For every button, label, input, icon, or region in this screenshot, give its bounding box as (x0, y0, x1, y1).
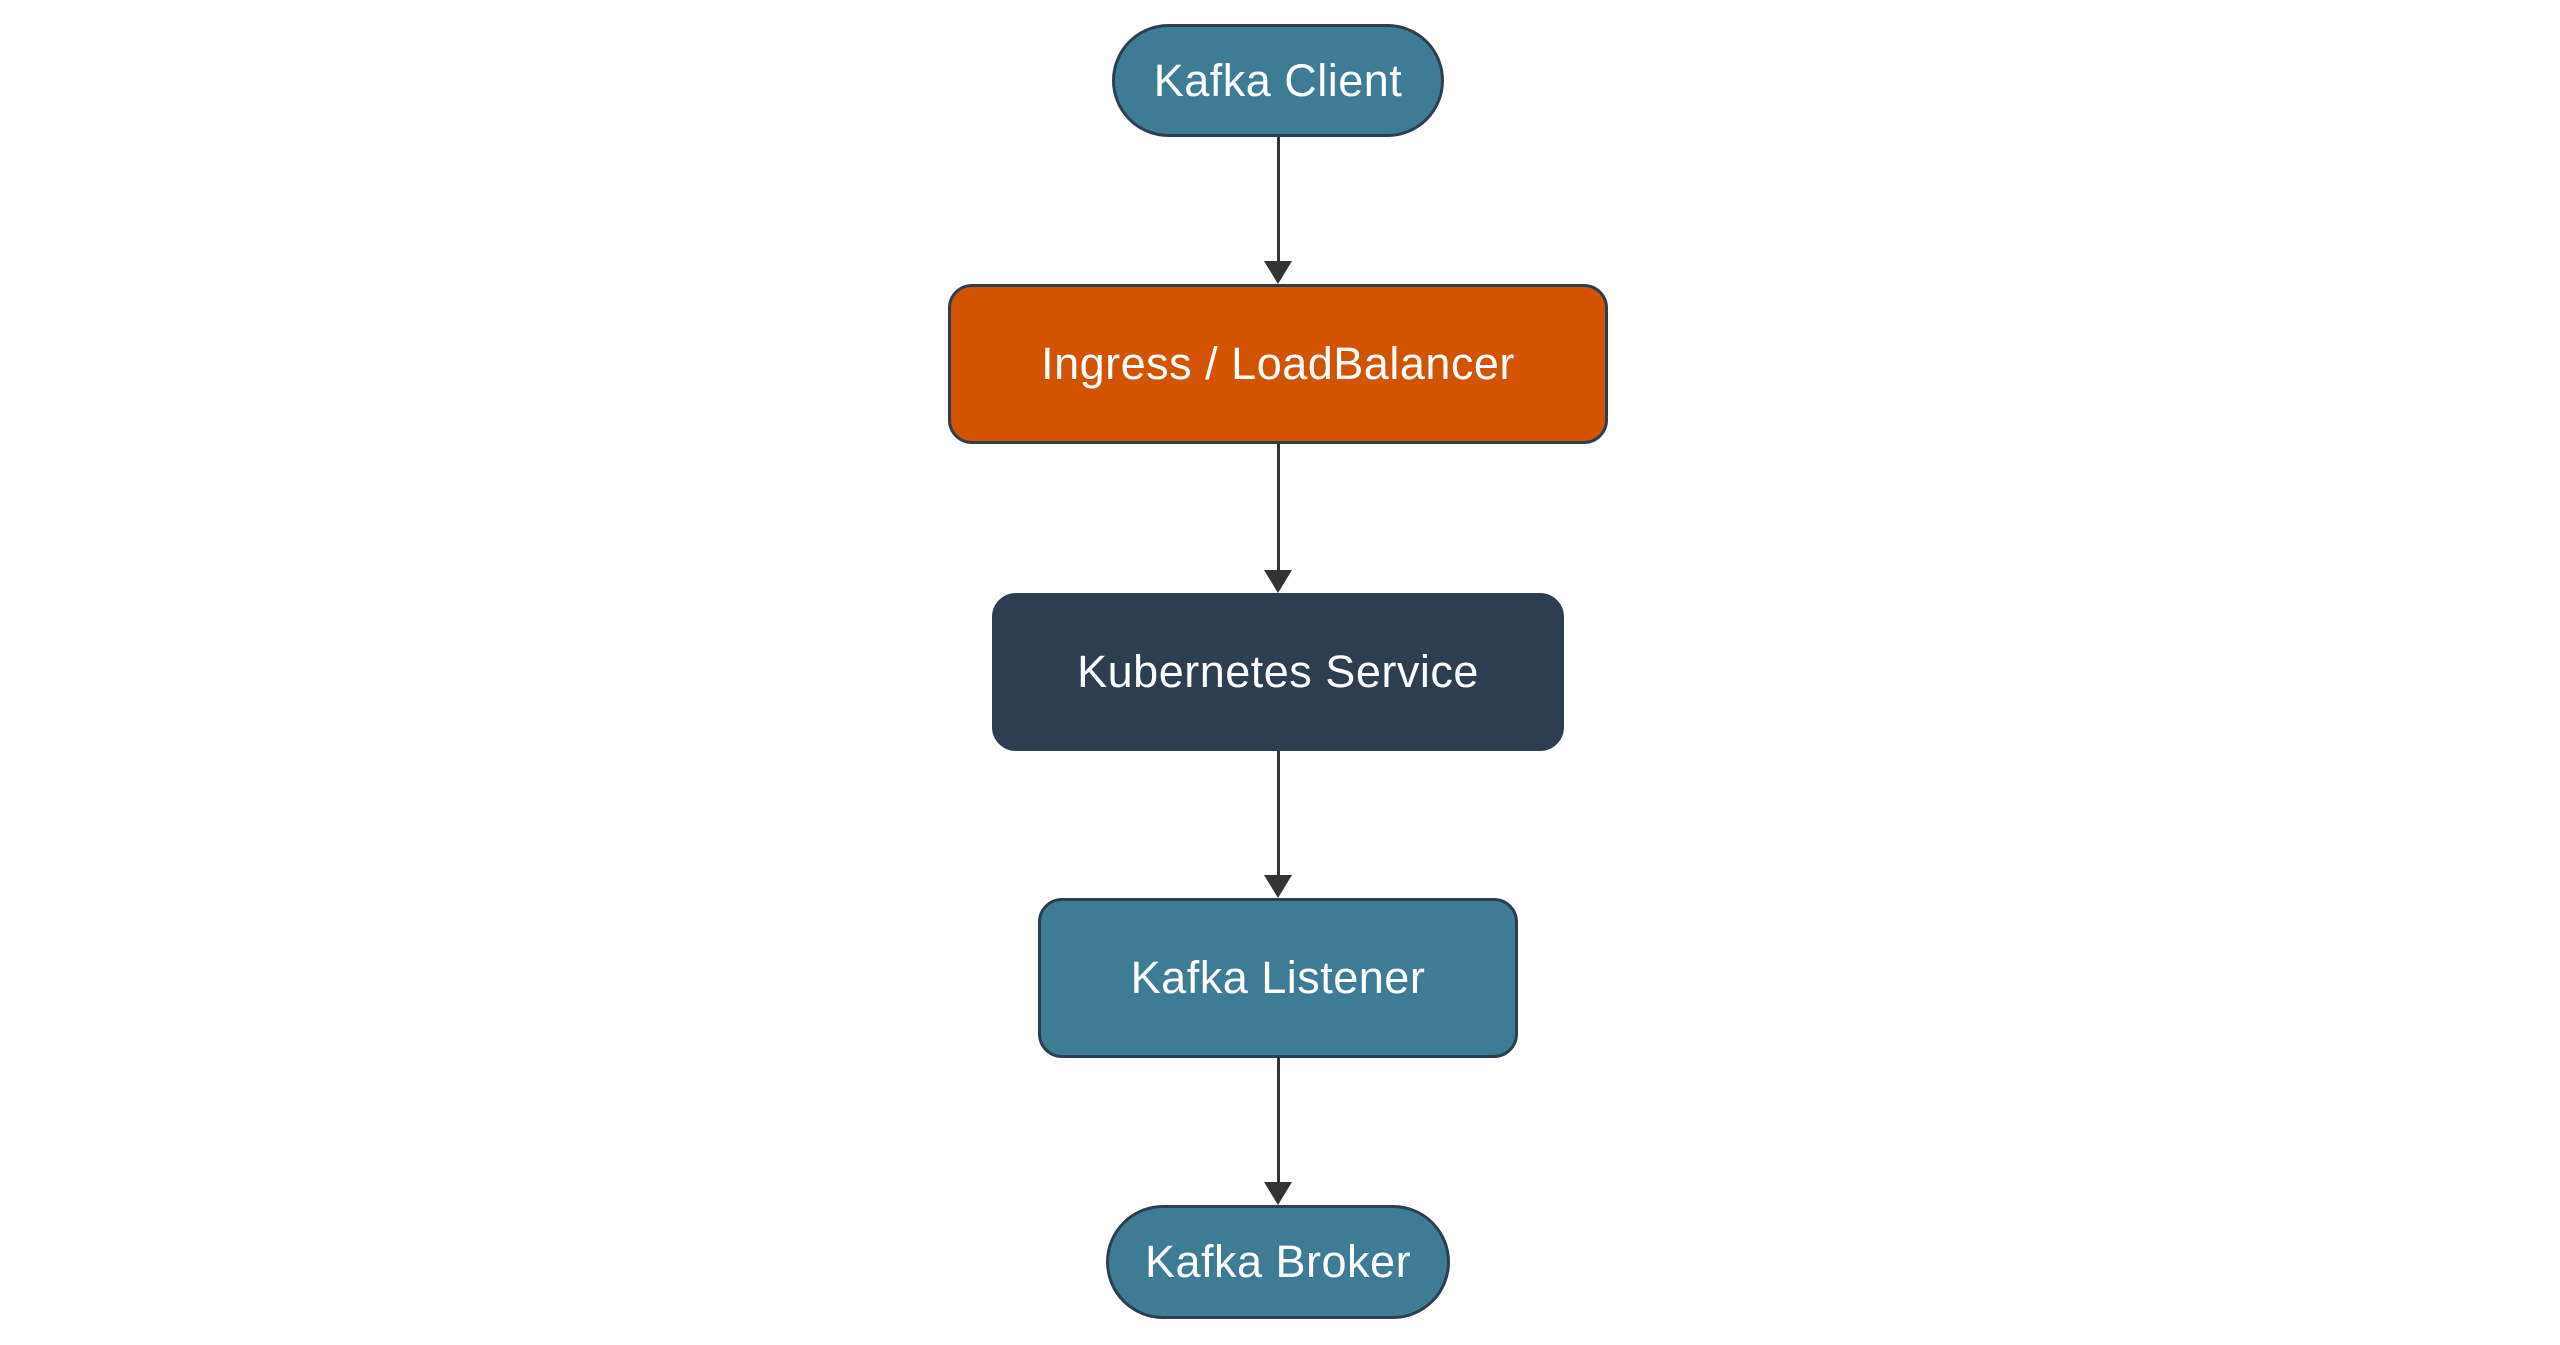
edge-client-to-ingress (1264, 137, 1292, 284)
arrowhead-down-icon (1264, 1182, 1292, 1205)
arrowhead-down-icon (1264, 570, 1292, 593)
node-ingress-loadbalancer: Ingress / LoadBalancer (948, 284, 1608, 444)
edge-listener-to-broker (1264, 1058, 1292, 1205)
arrowhead-down-icon (1264, 261, 1292, 284)
node-kubernetes-service-label: Kubernetes Service (1077, 646, 1479, 697)
node-ingress-loadbalancer-label: Ingress / LoadBalancer (1041, 338, 1515, 389)
node-kafka-broker-label: Kafka Broker (1144, 1236, 1412, 1287)
node-kafka-listener: Kafka Listener (1038, 898, 1518, 1058)
edge-service-to-listener (1264, 751, 1292, 898)
node-kubernetes-service: Kubernetes Service (992, 593, 1564, 751)
node-kafka-listener-label: Kafka Listener (1130, 952, 1426, 1003)
edge-line (1276, 751, 1280, 875)
edge-line (1276, 137, 1280, 261)
edge-line (1276, 444, 1280, 570)
arrowhead-down-icon (1264, 875, 1292, 898)
node-kafka-broker: Kafka Broker (1106, 1205, 1450, 1319)
edge-ingress-to-service (1264, 444, 1292, 593)
node-kafka-client-label: Kafka Client (1153, 54, 1403, 106)
edge-line (1276, 1058, 1280, 1182)
node-kafka-client: Kafka Client (1112, 24, 1444, 137)
